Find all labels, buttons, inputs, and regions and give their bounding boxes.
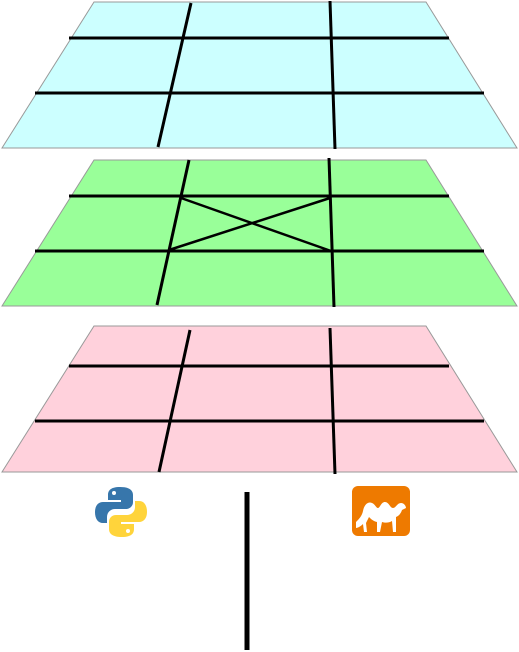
python-logo-icon <box>95 487 147 537</box>
layer-middle-col-line-2 <box>327 157 336 308</box>
layer-middle-plane <box>1 159 518 307</box>
layer-bottom-col-line-2 <box>328 327 337 475</box>
layer-bottom-plane <box>1 325 518 473</box>
layer-middle-center-cross-1 <box>180 196 332 253</box>
layer-bottom <box>1 325 518 475</box>
layer-top-plane <box>1 1 518 149</box>
layer-bottom-col-line-1 <box>157 329 192 473</box>
layer-middle-center-cross-2 <box>168 196 331 252</box>
layer-top-col-line-1 <box>156 2 193 148</box>
layer-middle <box>1 157 518 308</box>
layer-top-col-line-2 <box>328 0 337 150</box>
layer-middle-col-line-1 <box>155 159 191 306</box>
layer-top <box>1 0 518 150</box>
ocaml-camel-logo-icon <box>352 486 410 536</box>
